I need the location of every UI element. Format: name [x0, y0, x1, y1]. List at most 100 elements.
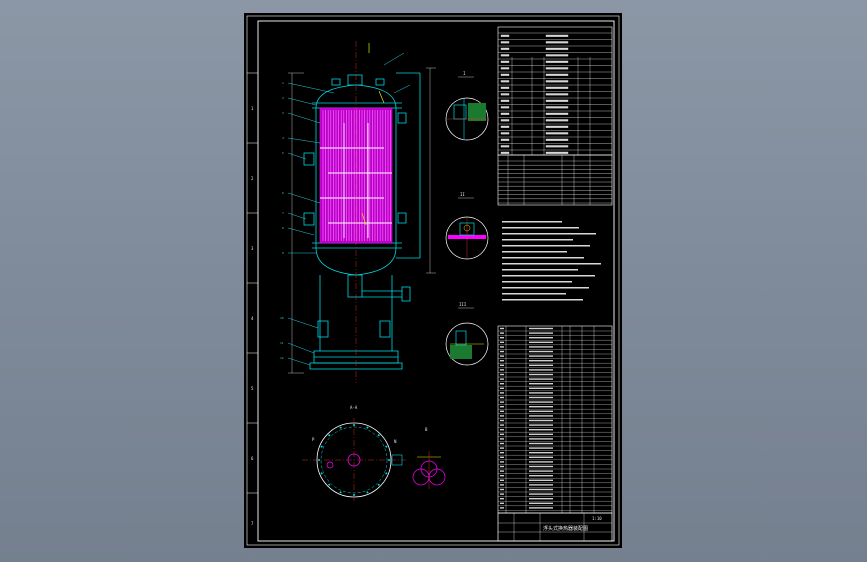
parts-cell-text [500, 360, 504, 362]
bolt-hole [320, 472, 323, 475]
plan-titles: A-A P N [312, 405, 397, 444]
parts-cell-text [500, 341, 504, 343]
border-mark-4: 4 [251, 316, 254, 321]
plan-mark-n: N [394, 439, 397, 444]
note-line [502, 275, 595, 277]
parts-cell-text [500, 502, 504, 504]
table-cell-text [500, 93, 510, 96]
table-cell-text [500, 67, 510, 70]
table-cell-text [500, 73, 510, 76]
parts-cell-text [529, 438, 553, 440]
plan-view [302, 418, 406, 503]
parts-cell-text [500, 364, 504, 366]
parts-cell-text [500, 396, 504, 399]
table-cell-text [500, 86, 510, 89]
parts-cell-text [529, 392, 553, 394]
title-block-scale: 1:10 [592, 516, 602, 521]
detail-label-1: I [463, 71, 466, 76]
table-cell-text [500, 54, 510, 57]
border-mark-7: 7 [251, 521, 254, 526]
parts-cell-text [529, 447, 553, 449]
outer-frame [246, 15, 620, 546]
parts-cell-text [529, 452, 553, 454]
parts-cell-text [500, 461, 504, 463]
parts-cell-text [529, 350, 553, 353]
parts-cell-text [529, 401, 553, 403]
note-line [502, 263, 601, 265]
detail-label-2: II [460, 192, 465, 197]
parts-cell-text [529, 387, 553, 389]
parts-list [497, 325, 613, 514]
parts-cell-text [500, 327, 504, 330]
parts-cell-text [500, 484, 504, 486]
table-cell-text [500, 132, 510, 135]
table-cell-text [500, 99, 510, 102]
table-cell-text [545, 99, 569, 102]
parts-cell-text [500, 438, 504, 440]
parts-cell-text [529, 364, 553, 366]
parts-cell-text [529, 327, 553, 330]
border-mark-2: 2 [251, 176, 254, 181]
border-mark-1: 1 [251, 106, 254, 111]
parts-cell-text [500, 410, 504, 412]
svg-text:8: 8 [282, 226, 284, 230]
note-line [502, 299, 583, 301]
bolt-hole [339, 491, 342, 494]
bolt-hole [339, 426, 342, 429]
svg-text:6: 6 [282, 191, 284, 195]
table-cell-text [500, 47, 510, 50]
parts-cell-text [500, 355, 504, 357]
svg-text:7: 7 [282, 211, 284, 215]
border-mark-6: 6 [251, 456, 254, 461]
margin-ticks [247, 72, 258, 494]
parts-cell-text [529, 475, 553, 477]
parts-cell-text [500, 493, 504, 495]
parts-cell-text [529, 341, 553, 343]
note-line [502, 227, 579, 229]
table-cell-text [500, 119, 510, 122]
table-cell-text [545, 106, 569, 109]
parts-cell-text [500, 442, 504, 445]
table-cell-text [545, 86, 569, 89]
table-cell-text [500, 125, 510, 128]
bolt-hole [328, 483, 331, 486]
parts-cell-text [529, 498, 553, 500]
table-cell-text [545, 112, 569, 115]
parts-cell-text [529, 465, 553, 468]
parts-cell-text [500, 488, 504, 491]
table-cell-text [500, 138, 510, 141]
nozzle-table [497, 154, 613, 206]
design-data-table [497, 26, 613, 156]
parts-cell-text [529, 484, 553, 486]
parts-cell-text [500, 387, 504, 389]
parts-cell-text [529, 424, 553, 426]
note-line [502, 251, 567, 253]
svg-text:4: 4 [282, 136, 284, 140]
note-line [502, 269, 578, 271]
technical-notes [502, 221, 601, 301]
parts-cell-text [500, 475, 504, 477]
bolt-hole [385, 472, 388, 475]
bolt-hole [366, 491, 369, 494]
parts-cell-text [500, 507, 504, 509]
detail-II [445, 216, 489, 260]
parts-cell-text [500, 350, 504, 353]
table-cell-text [500, 34, 510, 37]
parts-cell-text [500, 465, 504, 468]
table-cell-text [500, 112, 510, 115]
table-cell-text [545, 138, 569, 141]
parts-cell-text [529, 415, 553, 417]
parts-cell-text [529, 493, 553, 495]
border-mark-5: 5 [251, 386, 254, 391]
table-cell-text [545, 125, 569, 128]
parts-cell-text [529, 507, 553, 509]
table-cell-text [500, 106, 510, 109]
svg-text:2: 2 [282, 96, 284, 100]
parts-cell-text [529, 360, 553, 362]
parts-cell-text [500, 429, 504, 431]
bolt-hole [318, 459, 320, 461]
table-cell-text [545, 151, 569, 154]
table-cell-text [500, 41, 510, 44]
